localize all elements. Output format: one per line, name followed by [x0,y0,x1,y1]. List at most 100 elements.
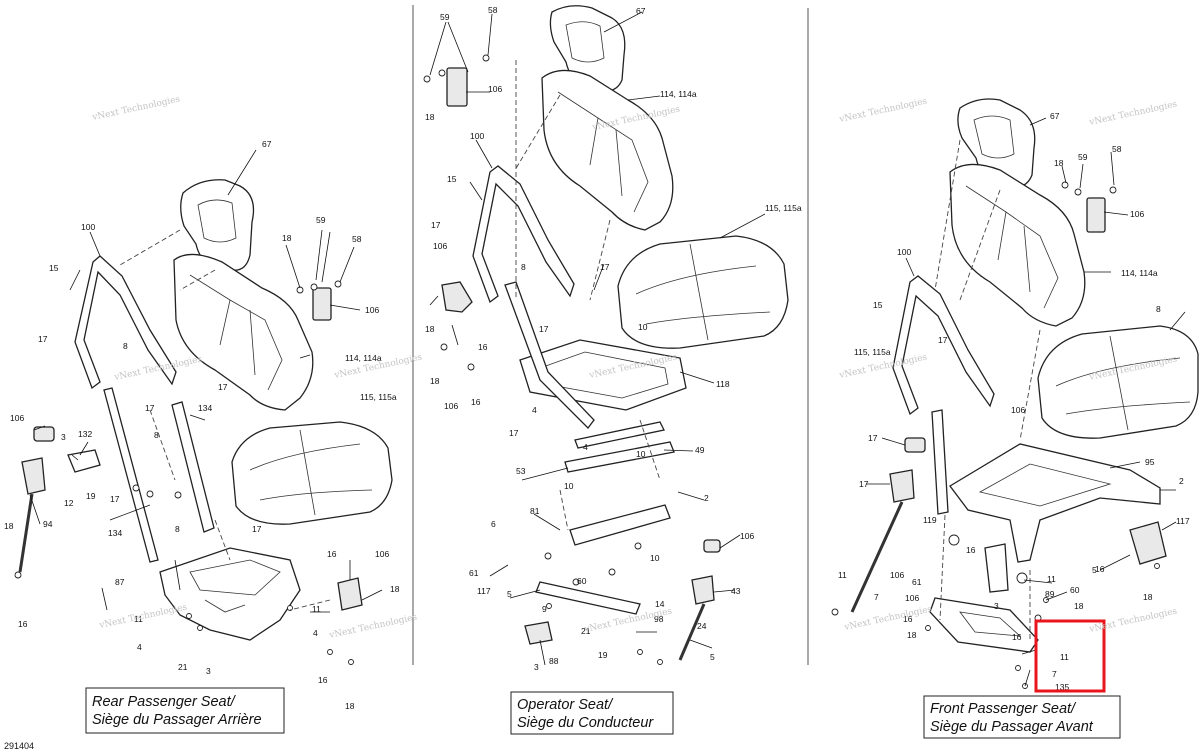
operator-headrest [549,5,626,92]
callout: 3 [61,432,66,442]
callout: 7 [874,592,879,602]
callout: 18 [345,701,355,711]
callout: 2 [1179,476,1184,486]
callout: 4 [313,628,318,638]
callout: 58 [1112,144,1122,154]
rear-tube-134-b [103,387,159,563]
rear-backrest [173,253,314,411]
operator-backrest [541,69,674,231]
callout: 10 [638,322,648,332]
callout: 18 [425,324,435,334]
rear-frame-100 [74,255,177,390]
callout: 17 [110,494,120,504]
callout: 60 [577,576,587,586]
operator-rail-60 [535,581,641,615]
callout: 135 [1055,682,1069,692]
front-cushion [1037,325,1199,439]
callout: 61 [912,577,922,587]
front-frame-100 [892,275,995,416]
rear-pivot-106 [312,287,332,321]
callout: 16 [1095,564,1105,574]
operator-pivot-106 [441,281,473,313]
callout: 17 [600,262,610,272]
front-callouts: 67 18 59 58 106 100 114, 114a 15 17 8 11… [838,111,1190,692]
callout: 17 [868,433,878,443]
callout: 17 [431,220,441,230]
rear-callouts: 67 100 15 59 18 58 106 17 8 114, 114a 11… [4,139,400,711]
callout: 18 [390,584,400,594]
callout: 15 [873,300,883,310]
callout: 61 [469,568,479,578]
front-frame-119 [949,443,1161,563]
section-title-line1: Operator Seat/ [517,697,614,713]
callout: 106 [740,531,754,541]
callout: 16 [903,614,913,624]
callout: 17 [252,524,262,534]
callout: 3 [994,601,999,611]
callout: 18 [1074,601,1084,611]
callout: 67 [636,6,646,16]
callout: 16 [318,675,328,685]
callout: 18 [907,630,917,640]
rear-base-87 [159,547,301,641]
operator-belt-43 [691,575,715,605]
callout: 106 [365,305,379,315]
operator-buckle-106 [703,539,721,553]
callout: 16 [18,619,28,629]
callout: 8 [1156,304,1161,314]
callout: 100 [470,131,484,141]
front-buckle-106 [904,437,926,453]
svg-text:vNext Technologies: vNext Technologies [838,96,929,125]
operator-bracket-106-top [446,67,468,107]
section-title-line1: Front Passenger Seat/ [930,701,1077,717]
callout: 18 [4,521,14,531]
callout: 106 [1011,405,1025,415]
callout: 16 [1012,632,1022,642]
document-id: 291404 [4,741,34,751]
callout: 59 [440,12,450,22]
callout: 53 [516,466,526,476]
callout: 106 [444,401,458,411]
callout: 8 [521,262,526,272]
callout: 98 [654,614,664,624]
callout: 18 [1054,158,1064,168]
callout: 11 [134,614,143,624]
callout: 58 [352,234,362,244]
callout: 67 [1050,111,1060,121]
callout: 11 [1060,652,1069,662]
callout: 95 [1145,457,1155,467]
callout: 16 [478,342,488,352]
callout: 18 [1143,592,1153,602]
operator-seat-assembly [423,5,789,666]
callout: 5 [507,589,512,599]
callout: 10 [636,449,646,459]
callout: 67 [262,139,272,149]
callout: 134 [108,528,122,538]
section-title-line2: Siège du Passager Avant [930,719,1094,735]
svg-text:vNext Technologies: vNext Technologies [98,602,189,631]
callout: 18 [430,376,440,386]
callout: 106 [10,413,24,423]
callout: 16 [471,397,481,407]
operator-cushion [617,235,789,349]
rear-retractor-94 [21,457,46,495]
callout: 94 [43,519,53,529]
callout: 6 [491,519,496,529]
callout: 15 [447,174,457,184]
callout: 2 [704,493,709,503]
operator-latch-88 [524,621,553,645]
callout: 17 [859,479,869,489]
callout: 118 [716,379,730,389]
callout: 4 [583,442,588,452]
front-backrest [949,163,1086,327]
callout: 18 [282,233,292,243]
rear-seat-assembly [14,149,393,665]
rear-buckle-106 [33,426,55,442]
callout: 115, 115a [360,392,397,402]
callout: 100 [897,247,911,257]
operator-rail-49 [574,421,665,449]
callout: 58 [488,5,498,15]
callout: 115, 115a [765,203,802,213]
section-title-front: Front Passenger Seat/ Siège du Passager … [923,695,1121,739]
callout: 49 [695,445,705,455]
